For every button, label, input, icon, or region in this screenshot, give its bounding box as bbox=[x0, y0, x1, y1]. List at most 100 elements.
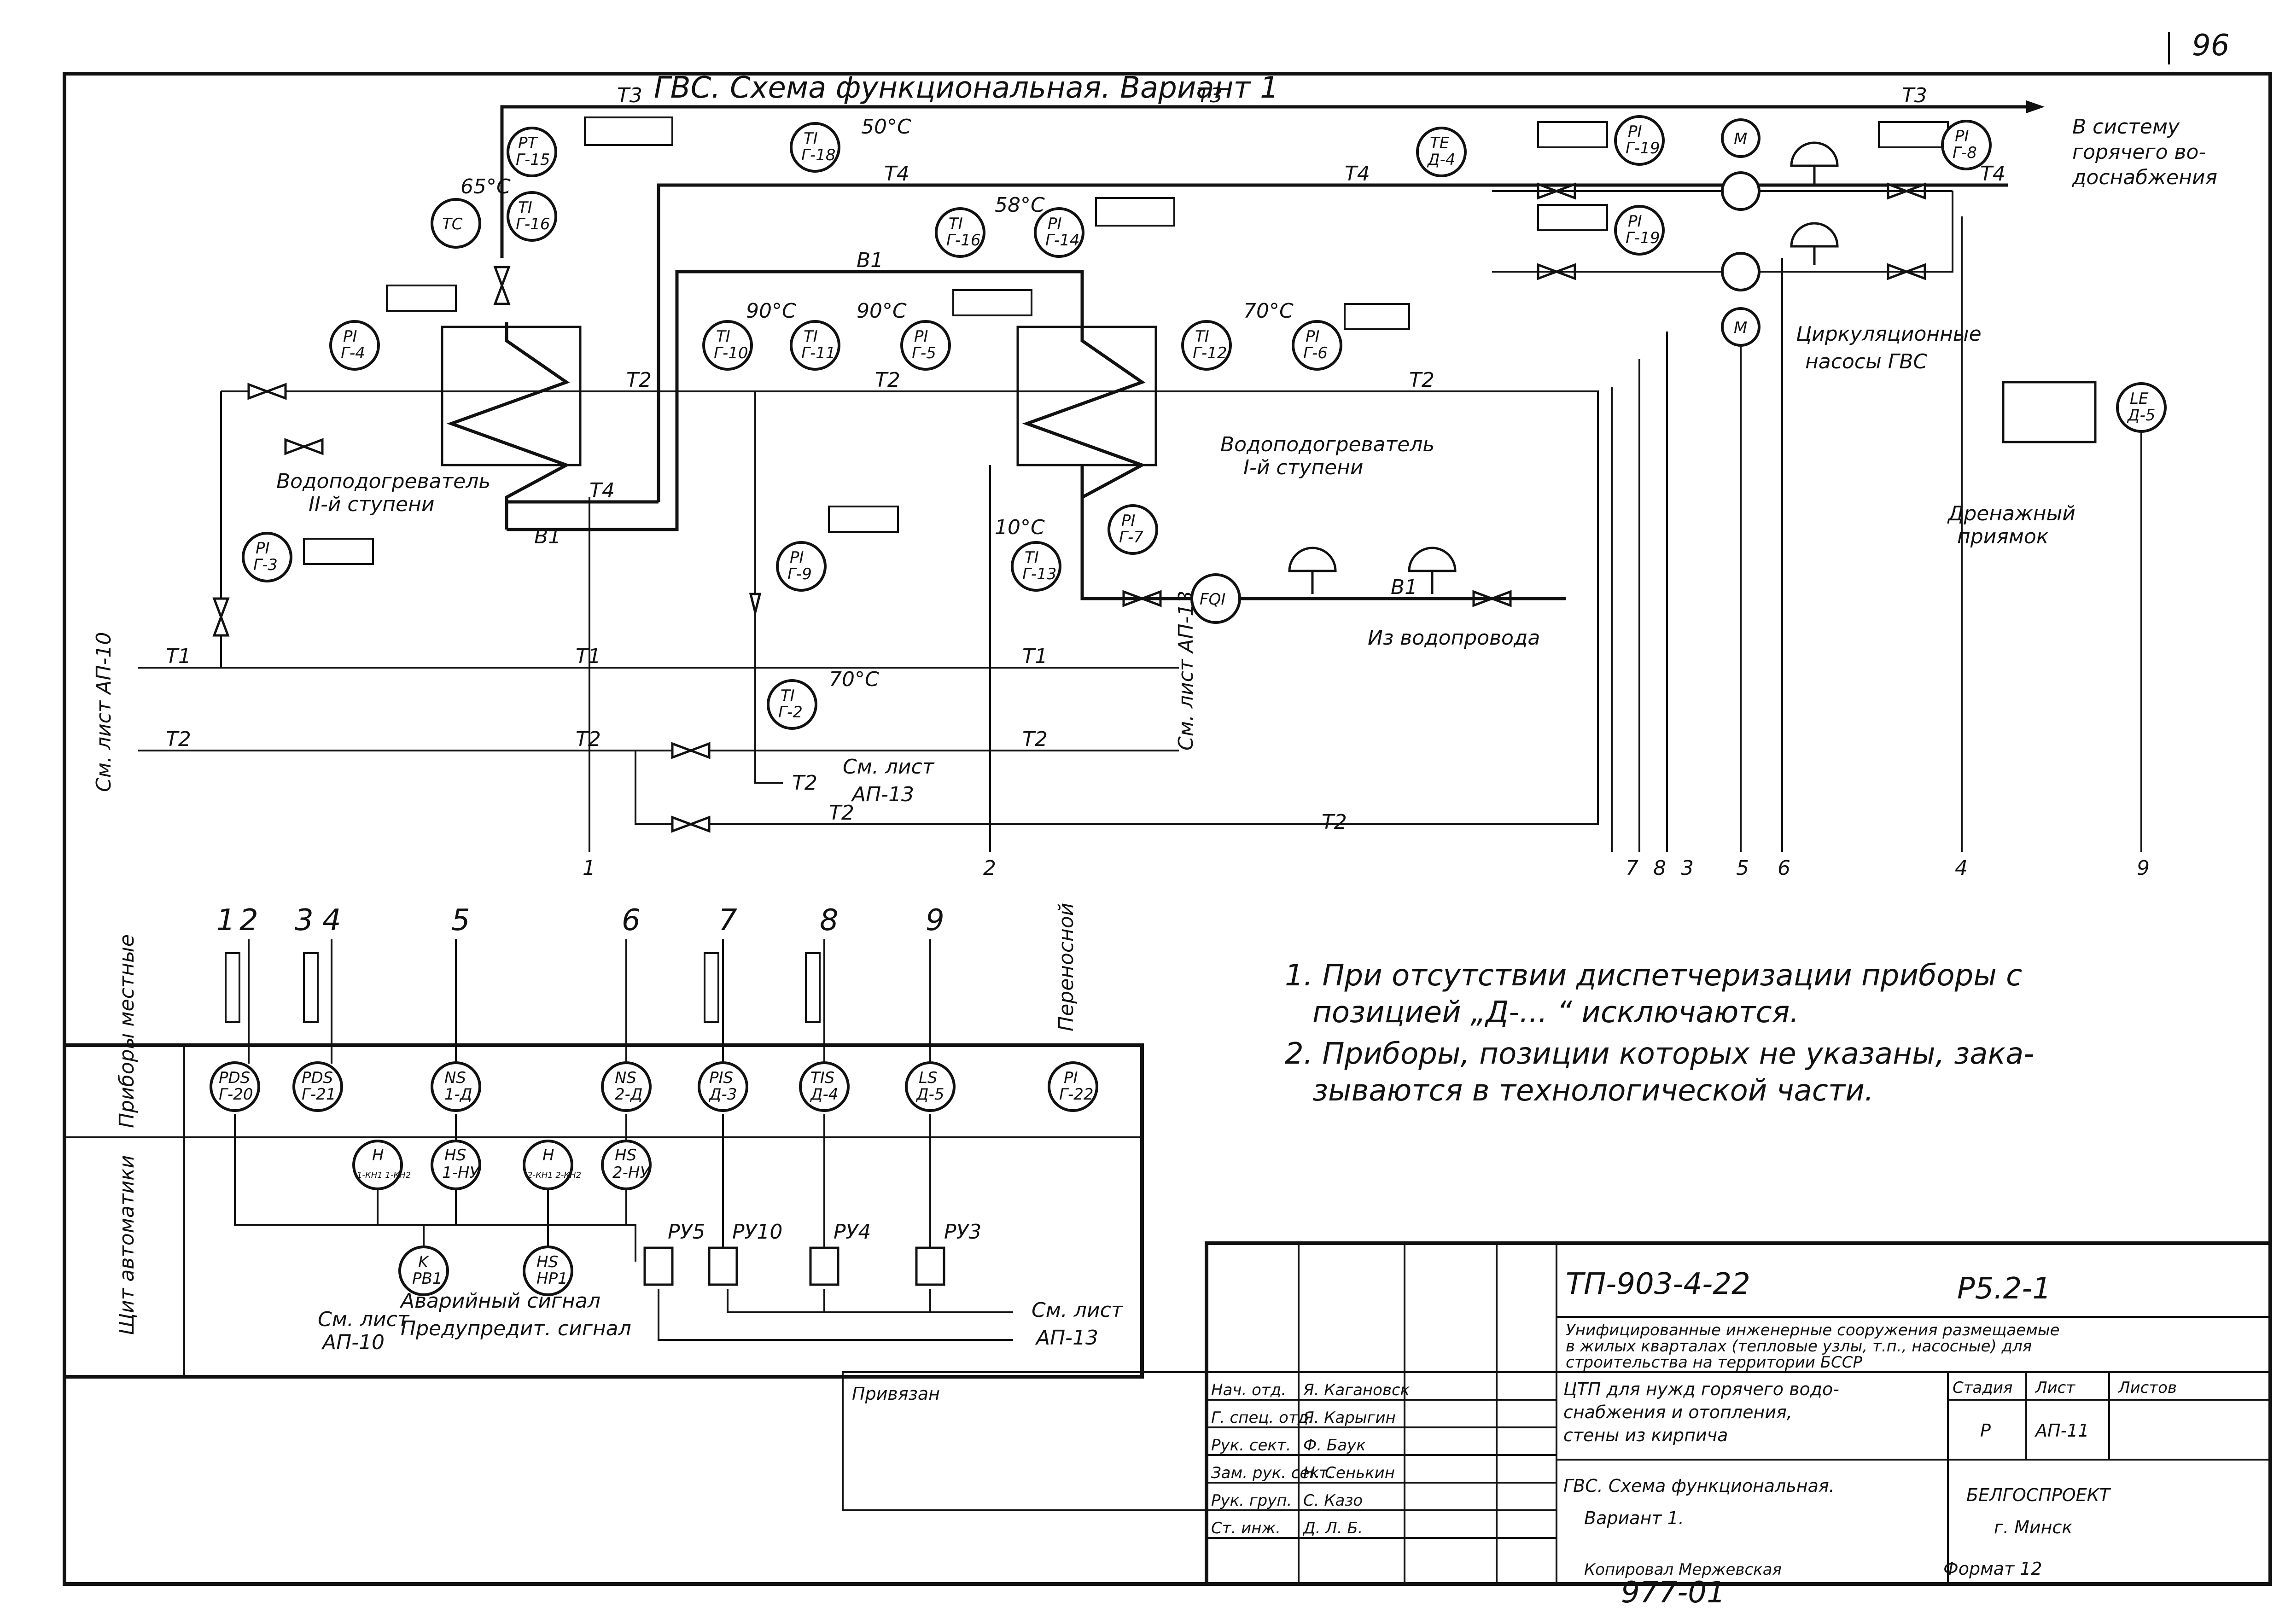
svg-text:Д-5: Д-5 bbox=[2127, 406, 2155, 425]
temp-50: 50°C bbox=[861, 115, 911, 139]
cable-1: 1 bbox=[583, 856, 595, 880]
valves bbox=[212, 182, 1926, 833]
sheet-frame bbox=[63, 72, 2272, 1586]
label-t3-2: T3 bbox=[1197, 84, 1223, 107]
instrument-pi-g5: PIГ-5 bbox=[900, 320, 951, 371]
label-t3: T3 bbox=[617, 84, 642, 107]
tb-roles: Нач. отд.Я. Кагановск Г. спец. отд.Я. Ка… bbox=[1211, 1381, 1410, 1537]
svg-text:PI: PI bbox=[1064, 1069, 1078, 1087]
label-b1: B1 bbox=[857, 249, 883, 272]
svg-text:TI: TI bbox=[1025, 548, 1039, 567]
svg-text:Д-5: Д-5 bbox=[915, 1085, 944, 1104]
svg-text:NS: NS bbox=[615, 1069, 636, 1087]
svg-text:Г-10: Г-10 bbox=[714, 344, 748, 362]
tb-doc-2: снабжения и отопления, bbox=[1563, 1402, 1792, 1422]
instrument-pi-g8: PIГ-8 bbox=[1941, 120, 1992, 170]
temp-10: 10°C bbox=[995, 516, 1045, 539]
svg-text:PDS: PDS bbox=[219, 1069, 250, 1087]
inst-ls-d5: LSД-5 bbox=[905, 1061, 956, 1112]
svg-text:PI: PI bbox=[1121, 512, 1136, 530]
svg-text:Г-16: Г-16 bbox=[946, 231, 980, 250]
panel-board-instruments: H1-КН1 1-КН2 HS1-НУ H2-КН1 2-КН2 HS2-НУ … bbox=[352, 1140, 652, 1296]
label-t2-f: T2 bbox=[166, 728, 191, 751]
svg-text:Г-20: Г-20 bbox=[219, 1085, 253, 1104]
svg-text:Г-12: Г-12 bbox=[1193, 344, 1227, 362]
tb-sheet: АП-11 bbox=[2034, 1420, 2089, 1441]
tb-title-2: Вариант 1. bbox=[1584, 1508, 1684, 1528]
inst-pi-g22: PIГ-22 bbox=[1048, 1061, 1098, 1112]
panel-top-numbers: 1 2 3 4 5 6 7 8 9 bbox=[216, 903, 944, 937]
svg-text:1-КН1 1-КН2: 1-КН1 1-КН2 bbox=[357, 1170, 411, 1180]
cable-3: 3 bbox=[1681, 856, 1694, 880]
instrument-ti-g16a: TIГ-16 bbox=[507, 191, 557, 242]
tb-stage: Р bbox=[1980, 1420, 1991, 1441]
svg-text:НР1: НР1 bbox=[536, 1269, 568, 1288]
tb-doc-1: ЦТП для нужд горячего водо- bbox=[1563, 1379, 1839, 1399]
instrument-te-d4: TEД-4 bbox=[1416, 127, 1467, 177]
svg-text:1-Д: 1-Д bbox=[444, 1085, 472, 1104]
svg-text:TI: TI bbox=[804, 327, 818, 346]
from-water-supply: Из водопровода bbox=[1368, 626, 1540, 650]
instrument-ti-g12: TIГ-12 bbox=[1181, 320, 1232, 371]
instrument-fqi: FQI bbox=[1190, 573, 1241, 624]
heater-stage-2 bbox=[441, 326, 582, 466]
svg-text:Г-16: Г-16 bbox=[516, 215, 550, 233]
svg-text:Ф. Баук: Ф. Баук bbox=[1303, 1436, 1366, 1455]
svg-text:Г-8: Г-8 bbox=[1953, 144, 1977, 162]
svg-text:Г-19: Г-19 bbox=[1626, 139, 1660, 157]
label-t2-e: T2 bbox=[829, 801, 854, 825]
svg-text:Г-2: Г-2 bbox=[778, 703, 803, 722]
temp-90a: 90°C bbox=[746, 299, 796, 323]
tb-archive: 977-01 bbox=[1621, 1576, 1726, 1610]
svg-text:8: 8 bbox=[820, 903, 839, 937]
cable-7: 7 bbox=[1626, 856, 1638, 880]
drain-label-2: приямок bbox=[1957, 525, 2049, 548]
tb-format: Формат 12 bbox=[1943, 1559, 2042, 1579]
label-t1-b: T1 bbox=[576, 645, 601, 668]
svg-text:PI: PI bbox=[1955, 127, 1969, 146]
svg-text:Н. Сенькин: Н. Сенькин bbox=[1303, 1464, 1395, 1482]
label-b1-3: B1 bbox=[1391, 576, 1417, 599]
pipe-t3 bbox=[500, 105, 2026, 258]
row-board-label: Щит автоматики bbox=[115, 1155, 139, 1335]
svg-text:Г-11: Г-11 bbox=[801, 344, 835, 362]
svg-text:Г-4: Г-4 bbox=[341, 344, 365, 362]
svg-text:1-НУ: 1-НУ bbox=[442, 1164, 480, 1182]
instrument-pi-g3: PIГ-3 bbox=[242, 532, 292, 582]
svg-text:Я. Кагановск: Я. Кагановск bbox=[1303, 1381, 1410, 1399]
svg-text:Г-6: Г-6 bbox=[1303, 344, 1328, 362]
svg-text:РВ1: РВ1 bbox=[412, 1269, 442, 1288]
label-b1-2: B1 bbox=[534, 525, 561, 548]
pipe-t4 bbox=[657, 183, 2008, 502]
svg-text:TIS: TIS bbox=[810, 1069, 834, 1087]
instrument-ti-g2: TIГ-2 bbox=[767, 679, 817, 730]
svg-text:Зам. рук. сект.: Зам. рук. сект. bbox=[1211, 1464, 1333, 1482]
pipe-t2-loop bbox=[221, 390, 1599, 825]
instrument-pt-g15: PTГ-15 bbox=[507, 127, 557, 177]
svg-text:PIS: PIS bbox=[709, 1069, 733, 1087]
instrument-ti-g10: TIГ-10 bbox=[702, 320, 753, 371]
instrument-m2: M bbox=[1721, 307, 1761, 347]
svg-text:M: M bbox=[1734, 130, 1747, 148]
heater1-stage: I-й ступени bbox=[1243, 456, 1364, 479]
relay-ru5: РУ5 bbox=[668, 1220, 705, 1244]
svg-text:TI: TI bbox=[1195, 327, 1209, 346]
svg-text:Я. Карыгин: Я. Карыгин bbox=[1303, 1409, 1396, 1427]
inst-hs-1nu: HS1-НУ bbox=[431, 1140, 481, 1190]
label-t1-a: T1 bbox=[166, 645, 191, 668]
temp-70b: 70°C bbox=[829, 668, 879, 691]
svg-text:2-КН1 2-КН2: 2-КН1 2-КН2 bbox=[527, 1170, 581, 1180]
pipe-water-inlet bbox=[1080, 539, 1566, 600]
see-left-1: См. лист bbox=[318, 1308, 410, 1331]
label-t4-2: T4 bbox=[1345, 162, 1370, 186]
inst-h-2kn: H2-КН1 2-КН2 bbox=[523, 1140, 581, 1190]
svg-text:PI: PI bbox=[343, 327, 357, 346]
label-t4-4: T4 bbox=[589, 479, 615, 502]
svg-text:TE: TE bbox=[1430, 134, 1450, 152]
tb-desc-3: строительства на территории БССР bbox=[1566, 1353, 1863, 1372]
instrument-tc: TC bbox=[431, 198, 481, 249]
tb-bound: Привязан bbox=[852, 1384, 940, 1404]
